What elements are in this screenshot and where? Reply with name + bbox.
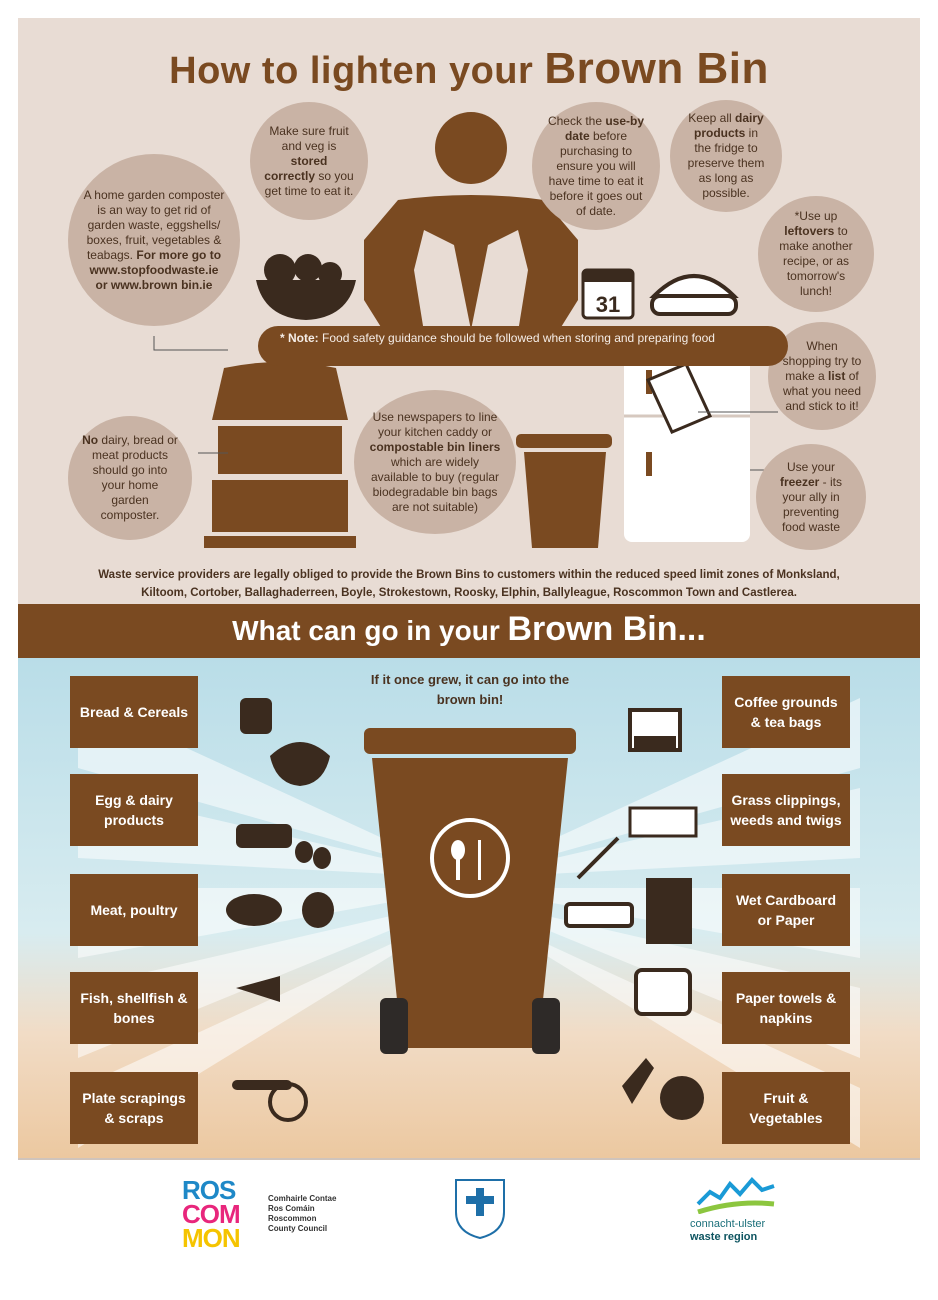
- kitchen-caddy-icon: [516, 434, 612, 548]
- footer-divider: [18, 1158, 920, 1160]
- chicken-leg-icon: [302, 892, 334, 928]
- steak-icon: [226, 894, 282, 926]
- twig-icon: [576, 836, 620, 880]
- grass-icon: [628, 806, 698, 838]
- fridge-icon: [624, 352, 750, 542]
- person-body-icon: [364, 195, 578, 332]
- pie-icon: [649, 274, 739, 316]
- cardboard-box-icon: [646, 878, 692, 944]
- tip-use-by-date: Check the use-by date before purchasing …: [532, 102, 660, 230]
- plate-icon: [268, 1082, 308, 1122]
- subtitle: What can go in your Brown Bin...: [18, 610, 920, 649]
- tip-no-dairy-composter: No dairy, bread or meat products should …: [68, 416, 192, 540]
- kitchen-illustration: 31: [153, 112, 778, 548]
- coffee-grounds-icon: [634, 736, 676, 748]
- main-title-prefix: How to lighten your: [169, 50, 534, 92]
- category-bread-cereals: Bread & Cereals: [70, 676, 198, 748]
- big-brown-bin-icon: [364, 728, 576, 1054]
- category-plate-scrapings: Plate scrapings & scraps: [70, 1072, 198, 1144]
- fish-bones-icon: [236, 976, 280, 1002]
- carrot-icon: [622, 1058, 654, 1104]
- calendar-icon: 31: [581, 268, 635, 320]
- tip-freezer: Use your freezer - its your ally in prev…: [756, 444, 866, 550]
- food-safety-note: * Note: Food safety guidance should be f…: [258, 326, 788, 366]
- subtitle-prefix: What can go in your: [232, 615, 500, 646]
- tip-newspapers: Use newspapers to line your kitchen cadd…: [354, 390, 516, 534]
- connacht-ulster-name: connacht-ulster waste region: [690, 1218, 766, 1243]
- svg-text:31: 31: [596, 292, 620, 317]
- egg-carton-icon: [564, 902, 634, 928]
- cow-icon: [236, 824, 292, 848]
- main-title-brand: Brown Bin: [544, 44, 769, 93]
- category-egg-dairy: Egg & dairy products: [70, 774, 198, 846]
- category-grass-weeds: Grass clippings, weeds and twigs: [722, 774, 850, 846]
- council-name: Comhairle Contae Ros Comáin Roscommon Co…: [268, 1194, 337, 1233]
- fruit-bowl-icon: [256, 254, 356, 320]
- connector-lines: [153, 336, 778, 471]
- category-fish-shellfish: Fish, shellfish & bones: [70, 972, 198, 1044]
- person-head-icon: [435, 112, 507, 184]
- compost-bin-icon: [204, 362, 356, 548]
- paper-towel-icon: [634, 968, 692, 1016]
- bread-icon: [240, 698, 272, 734]
- tip-shopping-list: When shopping try to make a list of what…: [768, 322, 876, 430]
- cereal-bowl-icon: [270, 742, 330, 786]
- crest-icon: [455, 1179, 505, 1240]
- subtitle-banner: [18, 604, 920, 658]
- roscommon-logo: ROS COM MON: [182, 1175, 241, 1253]
- category-fruit-veg: Fruit & Vegetables: [722, 1072, 850, 1144]
- main-title: How to lighten your Brown Bin: [18, 44, 920, 94]
- connacht-ulster-logo-icon: [696, 1177, 775, 1214]
- tip-dairy-products: Keep all dairy products in the fridge to…: [670, 100, 782, 212]
- category-paper-towels: Paper towels & napkins: [722, 972, 850, 1044]
- tip-composter: A home garden composter is an way to get…: [68, 154, 240, 326]
- category-meat-poultry: Meat, poultry: [70, 874, 198, 946]
- tip-stored-correctly: Make sure fruit and veg is stored correc…: [250, 102, 368, 220]
- category-coffee-tea: Coffee grounds & tea bags: [722, 676, 850, 748]
- egg-icon: [295, 841, 313, 863]
- category-wet-cardboard: Wet Cardboard or Paper: [722, 874, 850, 946]
- tip-leftovers: *Use up leftovers to make another recipe…: [758, 196, 874, 312]
- grew-text: If it once grew, it can go into the brow…: [370, 672, 570, 707]
- subtitle-brand: Brown Bin...: [507, 610, 706, 648]
- apple-icon: [660, 1076, 704, 1120]
- legal-obligation-text: Waste service providers are legally obli…: [98, 569, 840, 599]
